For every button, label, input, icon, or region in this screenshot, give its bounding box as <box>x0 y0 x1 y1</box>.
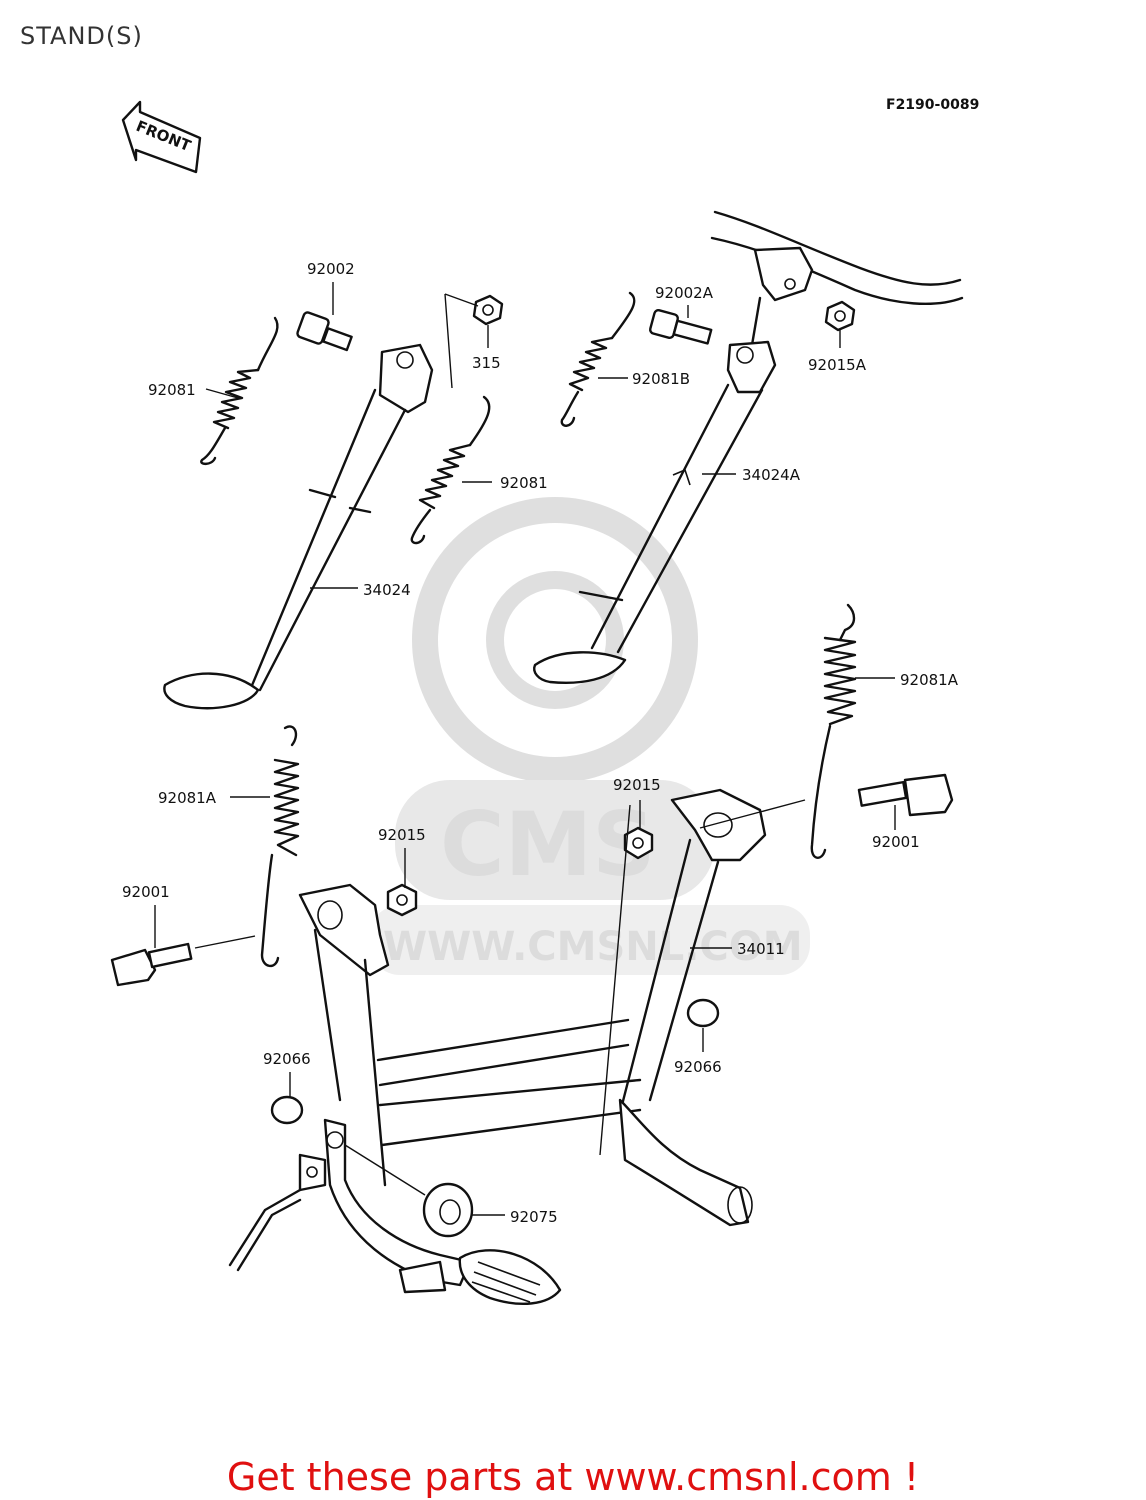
callout-labels: 92002 315 92081 92081 34024 92002A 92081… <box>122 260 959 1226</box>
callout-92001-right: 92001 <box>872 833 920 851</box>
callout-leaders <box>154 282 896 1216</box>
callout-92081-mid: 92081 <box>500 474 548 492</box>
page-title: STAND(S) <box>20 22 143 50</box>
spring-92081-mid <box>410 395 491 545</box>
spring-92081-left <box>200 316 279 466</box>
nut-92015-right <box>623 826 654 860</box>
nut-92015a <box>824 300 856 332</box>
callout-92002a: 92002A <box>655 284 714 302</box>
callout-34011: 34011 <box>737 940 785 958</box>
front-arrow-icon: FRONT <box>121 100 202 174</box>
callout-92015-left: 92015 <box>378 826 426 844</box>
bolt-92001-left <box>110 935 256 987</box>
callout-92081a-right: 92081A <box>900 671 959 689</box>
callout-92002: 92002 <box>307 260 355 278</box>
callout-34024a: 34024A <box>742 466 801 484</box>
bearing-92075 <box>344 1144 474 1238</box>
callout-92081b: 92081B <box>632 370 690 388</box>
nut-92015-left <box>386 883 418 917</box>
spring-92081a-right <box>810 603 857 859</box>
callout-92001-left: 92001 <box>122 883 170 901</box>
callout-92075: 92075 <box>510 1208 558 1226</box>
bolt-92002a <box>649 309 713 345</box>
diagram-id: F2190-0089 <box>886 97 980 113</box>
watermark-logo-text: CMS <box>440 793 656 896</box>
watermark-text: WWW.CMSNL.COM <box>383 924 803 970</box>
callout-92015-right: 92015 <box>613 776 661 794</box>
callout-92015a: 92015A <box>808 356 867 374</box>
spring-92081b <box>560 291 636 427</box>
nut-315 <box>444 293 504 389</box>
promo-link[interactable]: Get these parts at www.cmsnl.com ! <box>226 1455 920 1499</box>
callout-315: 315 <box>472 354 501 372</box>
callout-92066-right: 92066 <box>674 1058 722 1076</box>
callout-92081a-left: 92081A <box>158 789 217 807</box>
frame-rail <box>710 210 964 306</box>
callout-92066-left: 92066 <box>263 1050 311 1068</box>
cap-92066-right <box>686 998 720 1028</box>
callout-34024: 34024 <box>363 581 411 599</box>
spring-92081a-left <box>260 725 300 968</box>
side-stand-34024 <box>163 343 434 710</box>
bolt-92001-right <box>857 773 954 817</box>
cap-92066-left <box>270 1095 304 1125</box>
center-stand-34011 <box>228 788 767 1305</box>
callout-92081-left: 92081 <box>148 381 196 399</box>
side-stand-34024a <box>533 296 777 684</box>
bolt-92002 <box>296 311 353 352</box>
watermark-logo: CMS WWW.CMSNL.COM <box>370 497 810 975</box>
